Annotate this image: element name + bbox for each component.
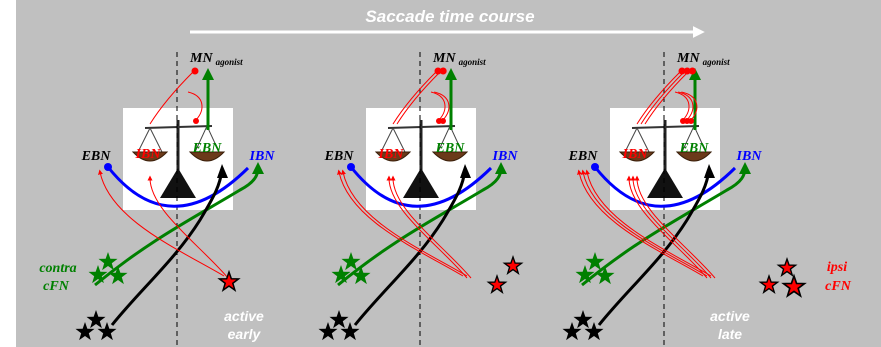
ibn-terminal-dot [104,163,112,171]
red-fiber-to-ebn-right [674,91,690,121]
ibn-left-label: IBN [135,147,162,162]
black-fiber [110,169,224,326]
red-fiber-to-ebn-right [430,91,446,121]
ibn-right-label: IBN [492,149,519,164]
contra-cfn-fiber [94,162,264,287]
early-label-line2: early [228,326,262,342]
black-fiber [353,169,467,326]
red-fiber-to-ebn [581,169,708,277]
red-fiber-to-ibn [634,175,716,279]
red-fiber-to-ebn-right [434,91,450,121]
red-fiber-to-ebn [337,169,464,277]
red-fiber-to-mn [636,71,681,125]
ibn-terminal-dot [347,163,355,171]
black-fiber-arrowhead [704,164,715,178]
ibn-pathway [593,166,737,208]
red-fiber-to-ibn [386,175,468,279]
red-fiber-to-ebn [577,169,704,277]
ebn-left-label: EBN [81,149,112,164]
red-fiber-to-ebn-right [681,91,698,121]
mn-inhibitory-dot [688,67,696,75]
ibn-left-label: IBN [378,147,405,162]
black-fiber [597,169,711,326]
late-label-line2: late [718,326,742,342]
red-fiber-to-mn [396,71,441,125]
red-fiber-to-mn [392,71,437,125]
black-fiber-arrowhead [217,164,228,178]
contra-label-line2: cFN [43,279,70,294]
ebn-left-label: EBN [324,149,355,164]
ibn-right-label: IBN [736,149,763,164]
red-fiber-to-ebn-right [187,91,203,121]
ebn-left-label: EBN [568,149,599,164]
ebn-right-label: EBN [679,141,710,156]
mn-inhibitory-dot [191,67,199,75]
balance-scale-icon [131,120,226,198]
balance-scale-icon [618,120,713,198]
contra-label-line1: contra [39,261,76,276]
red-fiber-to-ibn [147,175,229,279]
ipsi-label-line1: ipsi [827,260,847,275]
red-fiber-to-ebn [341,169,468,277]
black-fiber-arrowhead [460,164,471,178]
red-fiber-to-mn [149,71,194,125]
red-fiber-to-ebn [585,169,712,277]
red-fiber-to-ibn [630,175,712,279]
balance-scale-icon [374,120,469,198]
contra-cfn-fiber [581,162,751,287]
red-fiber-to-ibn [390,175,472,279]
ebn-inhibitory-dot [193,118,199,124]
ebn-right-label: EBN [435,141,466,156]
ibn-terminal-dot [591,163,599,171]
red-fiber-to-mn [644,71,689,125]
ibn-left-label: IBN [622,147,649,162]
ibn-right-label: IBN [249,149,276,164]
ebn-right-label: EBN [192,141,223,156]
red-fiber-to-ebn-right [678,91,694,121]
ibn-pathway [349,166,493,208]
red-fiber-to-mn [640,71,685,125]
ipsi-label-line2: cFN [825,279,852,294]
mn-inhibitory-dot [683,67,691,75]
mn-inhibitory-dot [439,67,447,75]
red-fiber-to-ebn [98,169,225,277]
ebn-inhibitory-dot [440,118,446,124]
contra-cfn-fiber [337,162,507,287]
red-fiber-to-ibn [626,175,708,279]
ibn-pathway [106,166,250,208]
ebn-inhibitory-dot [688,118,694,124]
late-label-line1: active [710,308,750,324]
early-label-line1: active [224,308,264,324]
diagram-title: Saccade time course [365,7,534,26]
